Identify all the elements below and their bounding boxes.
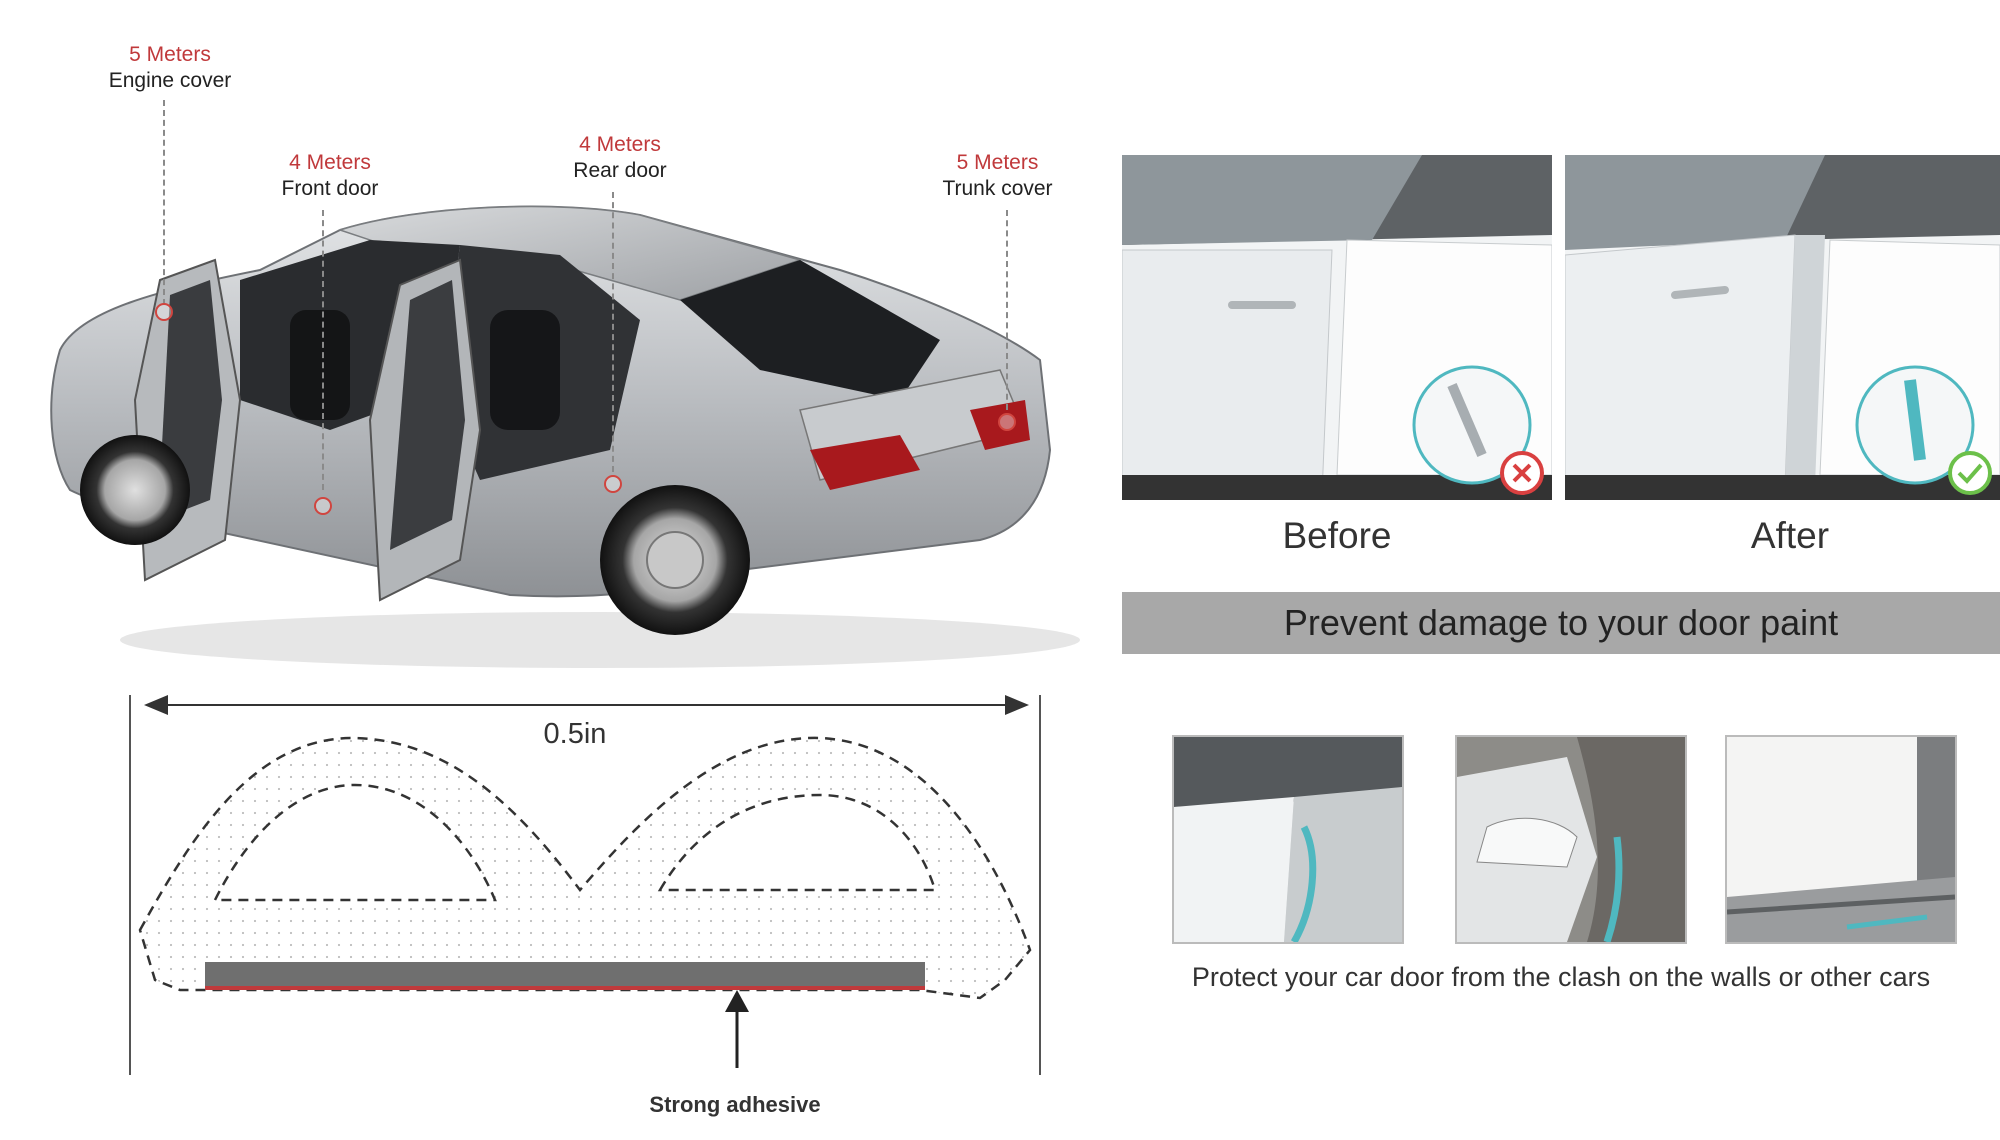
protection-photo-3 <box>1725 735 1957 944</box>
callout-line <box>1006 210 1008 410</box>
strip-profile-diagram <box>129 695 1041 1075</box>
protection-caption: Protect your car door from the clash on … <box>1191 962 1931 992</box>
prevent-damage-banner: Prevent damage to your door paint <box>1122 592 2000 654</box>
callout-engine-cover: 5 Meters Engine cover <box>90 42 250 95</box>
callout-dot <box>604 475 622 493</box>
callout-length: 4 Meters <box>579 133 661 156</box>
callout-trunk-cover: 5 Meters Trunk cover <box>915 150 1080 203</box>
callout-rear-door: 4 Meters Rear door <box>540 132 700 185</box>
callout-part: Rear door <box>573 159 667 183</box>
callout-dot <box>998 413 1016 431</box>
strip-width-label: 0.5in <box>543 718 607 750</box>
callout-part: Trunk cover <box>942 177 1053 201</box>
callout-dot <box>314 497 332 515</box>
protection-photo-2 <box>1455 735 1687 944</box>
callout-length: 4 Meters <box>289 151 371 174</box>
callout-line <box>322 210 324 490</box>
callout-line <box>612 192 614 472</box>
callout-part: Front door <box>281 177 379 201</box>
callout-front-door: 4 Meters Front door <box>250 150 410 203</box>
callout-dot <box>155 303 173 321</box>
before-label: Before <box>1282 515 1392 556</box>
before-photo <box>1122 155 1552 500</box>
callout-line <box>163 100 165 305</box>
protection-photo-1 <box>1172 735 1404 944</box>
car-illustration <box>50 205 1080 668</box>
adhesive-label: Strong adhesive <box>649 1092 821 1117</box>
after-label: After <box>1750 515 1830 556</box>
callout-length: 5 Meters <box>956 151 1039 174</box>
after-photo <box>1565 155 2000 500</box>
callout-part: Engine cover <box>108 69 232 93</box>
callout-length: 5 Meters <box>129 43 211 66</box>
